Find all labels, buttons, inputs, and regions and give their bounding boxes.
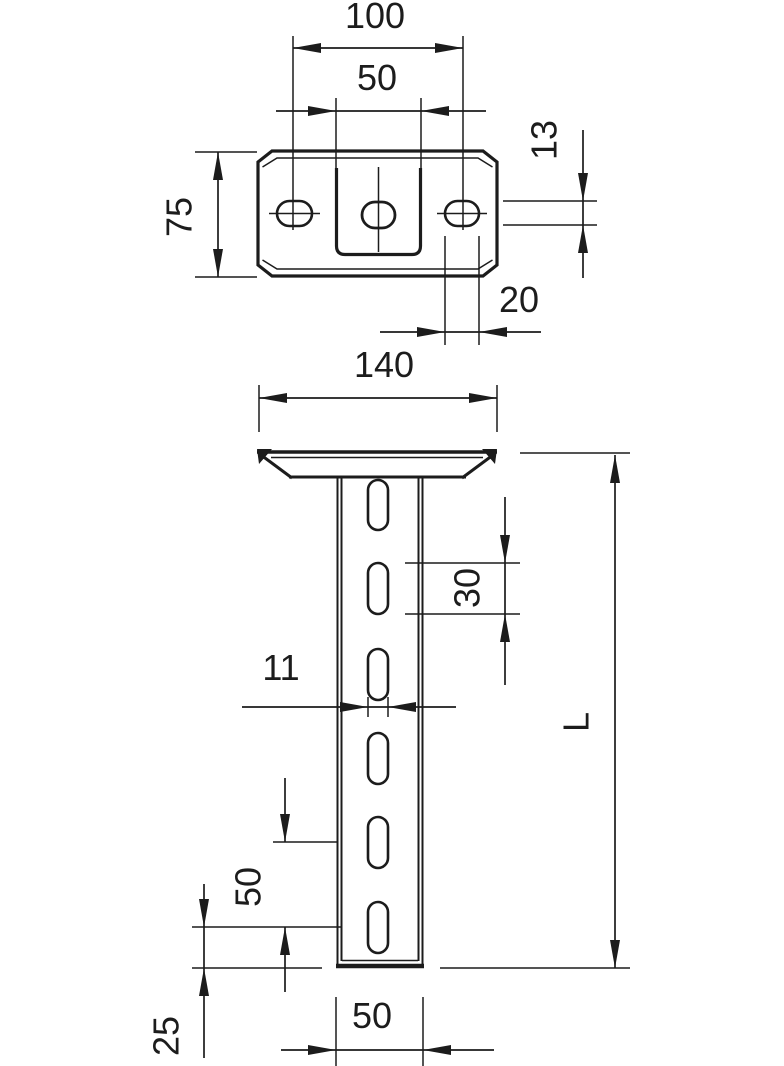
arrowhead-top <box>500 535 510 563</box>
head-plate-outline <box>256 149 499 278</box>
dim-slot-length: 20 <box>380 279 541 337</box>
arrowhead-bottom <box>610 940 620 968</box>
dim-bottom-offset: 25 <box>146 884 209 1058</box>
arrowhead-top <box>610 455 620 483</box>
arrowhead-left <box>308 106 336 116</box>
channel-slot-3 <box>366 647 390 702</box>
front-view: 30 11 L 50 25 <box>146 449 630 1066</box>
arrowhead-top <box>280 814 290 842</box>
arrowhead-bottom <box>500 614 510 642</box>
dim-label-13: 13 <box>524 120 565 160</box>
dim-label-140: 140 <box>354 344 414 385</box>
channel-slot-2 <box>366 561 390 616</box>
dim-label-L: L <box>556 712 597 732</box>
dim-channel-width-top: 50 <box>276 57 486 116</box>
channel-slot-4 <box>366 731 390 786</box>
arrowhead-left <box>308 1045 336 1055</box>
arrowhead-bottom <box>578 225 588 253</box>
arrowhead-bottom <box>199 968 209 996</box>
arrowhead-right <box>388 702 416 712</box>
dim-label-11: 11 <box>262 647 299 688</box>
dim-slot-pitch: 50 <box>228 778 290 992</box>
channel-slot-6 <box>366 900 390 955</box>
dim-hole-spacing: 100 <box>293 0 463 53</box>
dim-slot-width: 11 <box>242 647 456 712</box>
arrowhead-bottom <box>280 927 290 955</box>
arrowhead-left <box>293 43 321 53</box>
arrowhead-left <box>417 327 445 337</box>
dim-label-20: 20 <box>499 279 539 320</box>
dim-label-50-pitch: 50 <box>228 867 269 907</box>
dim-label-50: 50 <box>357 57 397 98</box>
head-left-slant <box>260 453 293 480</box>
channel-slot-5 <box>366 815 390 870</box>
arrowhead-right <box>479 327 507 337</box>
arrowhead-top <box>199 899 209 927</box>
arrowhead-right <box>423 1045 451 1055</box>
arrowhead-top <box>213 152 223 180</box>
arrowhead-bottom <box>213 249 223 277</box>
dim-label-50-width: 50 <box>352 995 392 1036</box>
dim-slot-height: 13 <box>524 120 588 278</box>
dim-label-30: 30 <box>447 568 488 608</box>
dim-label-25: 25 <box>146 1016 187 1056</box>
arrowhead-right <box>435 43 463 53</box>
arrowhead-right <box>469 393 497 403</box>
arrowhead-right <box>421 106 449 116</box>
head-plate-inner-bottom-edge <box>262 259 493 270</box>
dim-label-100: 100 <box>345 0 405 36</box>
arrowhead-left <box>340 702 368 712</box>
head-right-slant <box>461 453 494 480</box>
dim-slot-length-front: 30 <box>447 497 510 685</box>
u-channel-top-outline <box>334 168 423 257</box>
arrowhead-left <box>259 393 287 403</box>
arrowhead-top <box>578 173 588 201</box>
channel-slot-1 <box>366 478 390 532</box>
dim-bracket-length: L <box>556 455 620 968</box>
head-plate-inner-top-edge <box>262 157 493 168</box>
dim-profile-width: 50 <box>281 995 494 1055</box>
dim-plate-width: 140 <box>259 344 497 403</box>
dim-label-75: 75 <box>159 197 200 237</box>
top-view: 100 50 75 13 20 <box>159 0 597 432</box>
dim-plate-depth: 75 <box>159 152 223 277</box>
